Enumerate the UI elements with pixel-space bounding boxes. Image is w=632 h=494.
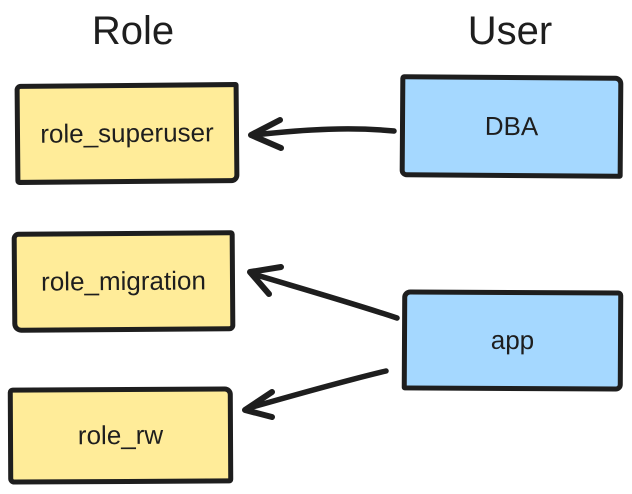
arrow-app-to-role-migration (247, 264, 400, 321)
node-role-superuser-label: role_superuser (40, 117, 214, 149)
column-title-user: User (467, 9, 553, 53)
node-role-superuser: role_superuser (14, 82, 240, 185)
node-user-dba: DBA (399, 74, 624, 179)
node-role-migration: role_migration (11, 230, 236, 333)
node-user-app: app (401, 289, 624, 392)
node-role-rw-label: role_rw (77, 419, 164, 451)
column-title-role: Role (91, 9, 175, 53)
arrow-dba-to-role-superuser (248, 117, 397, 151)
arrow-app-to-role-rw (242, 368, 389, 420)
node-user-dba-label: DBA (484, 110, 539, 142)
node-role-migration-label: role_migration (41, 265, 206, 297)
node-role-rw: role_rw (7, 386, 234, 485)
node-user-app-label: app (490, 324, 535, 356)
